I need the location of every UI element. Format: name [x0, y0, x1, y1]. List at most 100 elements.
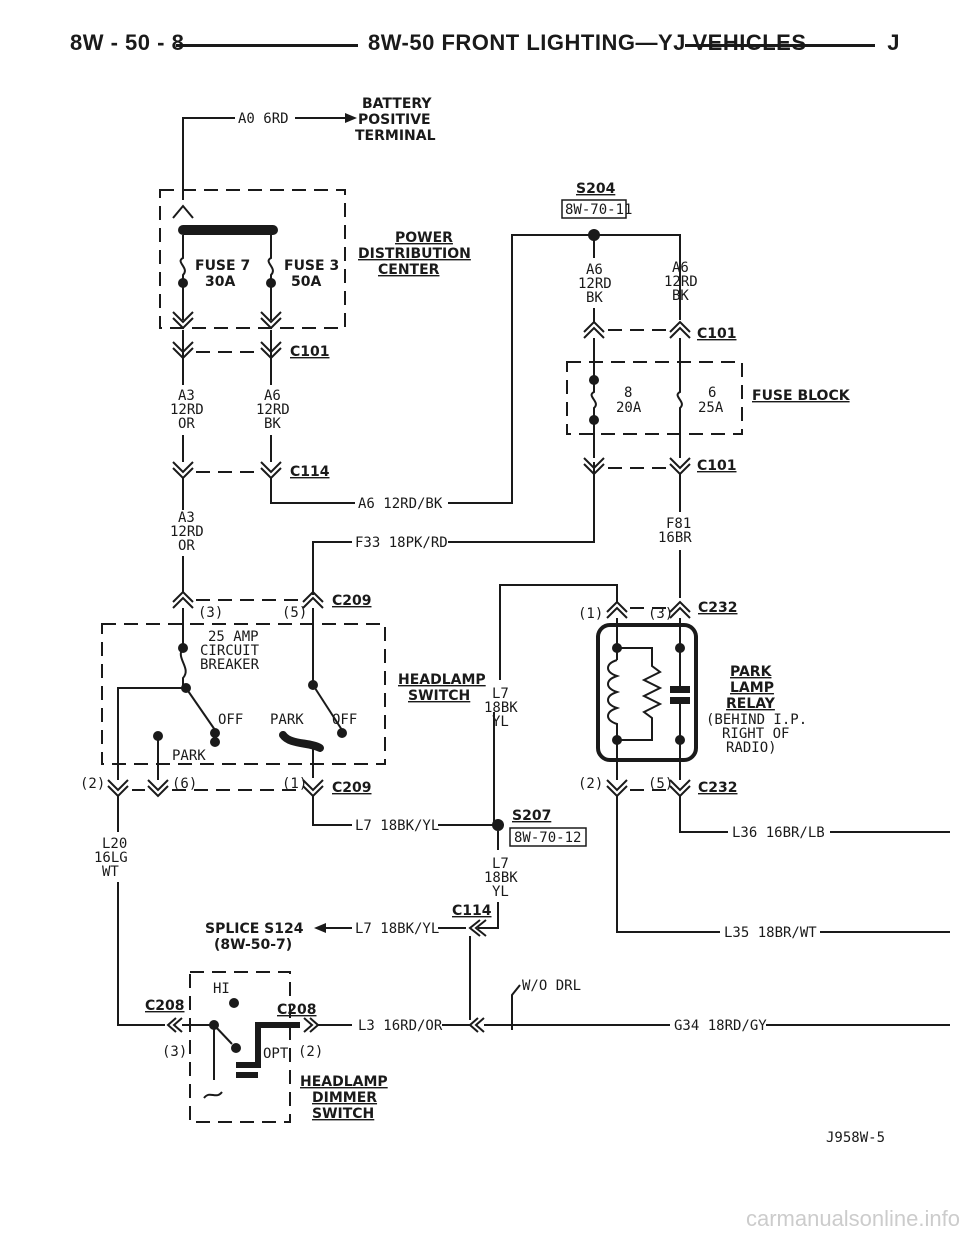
connector-c114-upper: C114 A6 12RD/BK: [172, 234, 681, 512]
relay-pin-2-label: (2): [578, 776, 603, 792]
g34-wire-label: G34 18RD/GY: [674, 1018, 767, 1034]
a3-label-2: 12RD: [170, 402, 204, 418]
fuse-block: 8 20A 6 25A FUSE BLOCK: [566, 338, 851, 458]
off-left-label: OFF: [218, 712, 243, 728]
bus-bar: [178, 225, 278, 235]
relay-pin-5-label: (5): [648, 776, 673, 792]
connector-c232-top: (1) (3) C232: [578, 600, 738, 622]
dimmer-label-3: SWITCH: [312, 1106, 374, 1122]
l20-label-2: 16LG: [94, 850, 128, 866]
fuse3-rating: 50A: [291, 274, 321, 290]
c209-top-label: C209: [332, 593, 372, 609]
l7-wire-label: L7 18BK/YL: [355, 818, 439, 834]
headlamp-switch: 25 AMP CIRCUIT BREAKER OFF PARK OFF PARK…: [101, 608, 486, 780]
l7-wire-label-2: L7 18BK/YL: [355, 921, 439, 937]
pdc-label-2: DISTRIBUTION: [358, 246, 471, 262]
park-lamp-relay-label-1: PARK: [730, 664, 773, 680]
manual-letter: J: [887, 30, 900, 55]
a6-label-3: BK: [264, 416, 281, 432]
s204-label: S204: [576, 181, 616, 197]
cb-label-1: 25 AMP: [208, 629, 259, 645]
l7-lower-label-1: L7: [492, 856, 509, 872]
a6-left-label-3: BK: [586, 290, 603, 306]
a6-left-label-1: A6: [586, 262, 603, 278]
wire-l3-g34: G34 18RD/GY W/O DRL: [442, 978, 950, 1034]
connector-c101-right-bottom: C101 F81 16BR: [583, 457, 737, 598]
c114-upper-label: C114: [290, 464, 330, 480]
page-title: 8W-50 FRONT LIGHTING—YJ VEHICLES: [368, 30, 807, 55]
pin-1-label: (1): [282, 776, 307, 792]
f81-label-2: 16BR: [658, 530, 692, 546]
l7-label-2: 18BK: [484, 700, 518, 716]
wire-l7: L7 18BK/YL L7 18BK YL S207 8W-70-12 L7 1…: [205, 584, 618, 1020]
l20-label-3: WT: [102, 864, 119, 880]
dimmer-pin-3-label: (3): [162, 1044, 187, 1060]
fuse-block-label: FUSE BLOCK: [752, 388, 851, 404]
wo-drl-label: W/O DRL: [522, 978, 581, 994]
a6-right-label-3: BK: [672, 288, 689, 304]
pdc-label-1: POWER: [395, 230, 453, 246]
watermark: carmanualsonline.info: [745, 1206, 960, 1231]
c232-top-label: C232: [698, 600, 738, 616]
relay-location-2: RIGHT OF: [722, 726, 789, 742]
headlamp-switch-label-1: HEADLAMP: [398, 672, 486, 688]
c114-lower-label: C114: [452, 903, 492, 919]
c209-bottom-label: C209: [332, 780, 372, 796]
park-lamp-relay: PARK LAMP RELAY (BEHIND I.P. RIGHT OF RA…: [596, 618, 807, 780]
l7-lower-label-3: YL: [492, 884, 509, 900]
a6-right-label-2: 12RD: [664, 274, 698, 290]
dimmer-pin-2-label: (2): [298, 1044, 323, 1060]
wire-l20: L20 16LG WT: [94, 796, 165, 1026]
l7-label-3: YL: [492, 714, 509, 730]
f33-wire-label: F33 18PK/RD: [355, 535, 448, 551]
page-number: 8W - 50 - 8: [70, 30, 185, 55]
page-header: 8W - 50 - 8 8W-50 FRONT LIGHTING—YJ VEHI…: [70, 30, 900, 60]
connector-c209-top: C209 (3) (5): [172, 590, 372, 621]
pdc-label-3: CENTER: [378, 262, 440, 278]
relay-pin-3-label: (3): [648, 606, 673, 622]
a3-lower-label-1: A3: [178, 510, 195, 526]
park-lamp-relay-label-3: RELAY: [726, 696, 776, 712]
a6-label-1: A6: [264, 388, 281, 404]
l36-wire-label: L36 16BR/LB: [732, 825, 825, 841]
c208-right-label: C208: [277, 1002, 317, 1018]
pin-5-label: (5): [282, 605, 307, 621]
a3-lower-label-2: 12RD: [170, 524, 204, 540]
s207-ref: 8W-70-12: [514, 830, 581, 846]
battery-label-2: POSITIVE: [358, 112, 431, 128]
fuse6-rating: 25A: [698, 400, 724, 416]
a3-label-3: OR: [178, 416, 195, 432]
connector-c209-bottom: (2) (6) (1) C209: [80, 776, 372, 798]
connector-c232-bottom: (2) (5) C232 L36 16BR/LB L35 18BR/WT: [578, 776, 950, 941]
figure-id: J958W-5: [826, 1130, 885, 1146]
splice-s204: S204 8W-70-11 A6 12RD BK A6 12RD BK: [561, 181, 698, 322]
hi-label: HI: [213, 981, 230, 997]
cb-label-2: CIRCUIT: [200, 643, 260, 659]
c101-right-top-label: C101: [697, 326, 737, 342]
l7-lower-label-2: 18BK: [484, 870, 518, 886]
header-rule-left: [176, 44, 358, 47]
c101-left-label: C101: [290, 344, 330, 360]
battery-feed: A0 6RD BATTERY POSITIVE TERMINAL: [182, 96, 436, 200]
a6-left-label-2: 12RD: [578, 276, 612, 292]
a6-wire-label: A6 12RD/BK: [358, 496, 443, 512]
s207-label: S207: [512, 808, 551, 824]
connector-c101-left: C101: [172, 330, 330, 385]
park-top-label: PARK: [270, 712, 304, 728]
l35-wire-label: L35 18BR/WT: [724, 925, 817, 941]
dimmer-label-2: DIMMER: [312, 1090, 377, 1106]
pin-3-label: (3): [198, 605, 223, 621]
dimmer-label-1: HEADLAMP: [300, 1074, 388, 1090]
c101-right-bottom-label: C101: [697, 458, 737, 474]
wire-a3-a6-upper: A3 12RD OR A6 12RD BK: [170, 388, 290, 462]
a6-label-2: 12RD: [256, 402, 290, 418]
fuse6-label: 6: [708, 385, 716, 401]
c232-bottom-label: C232: [698, 780, 738, 796]
c208-left-label: C208: [145, 998, 185, 1014]
relay-location-3: RADIO): [726, 740, 777, 756]
fuse7-label: FUSE 7: [195, 258, 250, 274]
dimmer-opt-label: OPT: [263, 1046, 289, 1062]
a6-right-label-1: A6: [672, 260, 689, 276]
s204-ref: 8W-70-11: [565, 202, 632, 218]
